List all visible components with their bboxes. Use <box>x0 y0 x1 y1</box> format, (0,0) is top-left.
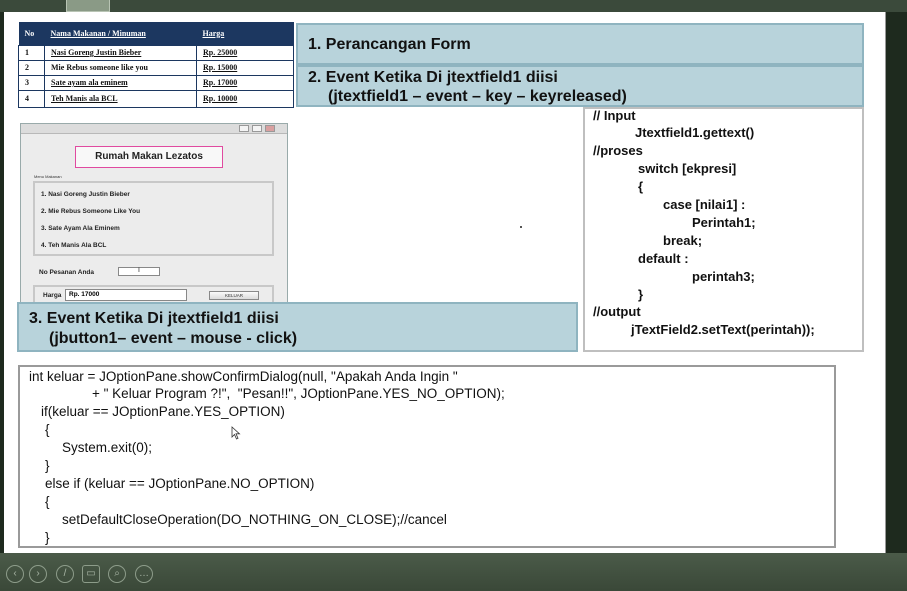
pseudo-line: { <box>638 179 644 194</box>
app-menu-label: Menu Makanan <box>34 174 62 179</box>
app-order-label: No Pesanan Anda <box>39 269 95 276</box>
table-row: 2 Mie Rebus someone like you Rp. 15000 <box>18 59 294 76</box>
app-titlebar <box>21 124 287 134</box>
heading-subtext: (jbutton1– event – mouse - click) <box>49 330 298 347</box>
cell-price: Rp. 15000 <box>196 59 294 76</box>
app-price-field[interactable]: Rp. 17000 <box>65 289 187 301</box>
next-icon[interactable]: › <box>29 565 47 583</box>
app-menu-item: 4. Teh Manis Ala BCL <box>41 242 107 249</box>
code-line: + " Keluar Program ?!", "Pesan!!", JOpti… <box>92 386 505 401</box>
code-line: if(keluar == JOptionPane.YES_OPTION) <box>41 404 285 419</box>
heading-text: 1. Perancangan Form <box>308 36 471 53</box>
app-menu-item: 1. Nasi Goreng Justin Bieber <box>41 191 130 198</box>
stray-dot <box>520 226 522 228</box>
heading-text: 2. Event Ketika Di jtextfield1 diisi <box>308 69 558 86</box>
cell-no: 1 <box>18 44 45 61</box>
top-tab <box>66 0 110 12</box>
col-price: Harga <box>196 22 294 45</box>
pen-icon[interactable]: / <box>56 565 74 583</box>
table-row: 4 Teh Manis ala BCL Rp. 10000 <box>18 89 294 108</box>
app-window-screenshot: Rumah Makan Lezatos Menu Makanan 1. Nasi… <box>20 123 288 311</box>
heading-form-design: 1. Perancangan Form <box>296 23 864 65</box>
pseudo-line: case [nilai1] : <box>663 197 746 212</box>
previous-icon[interactable]: ‹ <box>6 565 24 583</box>
table-row: 3 Sate ayam ala eminem Rp. 17000 <box>18 74 294 91</box>
code-line: setDefaultCloseOperation(DO_NOTHING_ON_C… <box>62 512 447 527</box>
cell-no: 3 <box>18 74 45 91</box>
pseudo-line: //output <box>593 304 641 319</box>
heading-click-event: 3. Event Ketika Di jtextfield1 diisi (jb… <box>17 302 578 352</box>
code-line: int keluar = JOptionPane.showConfirmDial… <box>29 369 458 384</box>
cell-item: Mie Rebus someone like you <box>44 59 197 76</box>
cell-price: Rp. 17000 <box>196 74 294 91</box>
pseudo-line: //proses <box>593 143 643 158</box>
code-line: } <box>45 458 50 473</box>
pseudo-line: break; <box>663 233 703 248</box>
maximize-icon <box>252 125 262 132</box>
close-icon <box>265 125 275 132</box>
col-item: Nama Makanan / Minuman <box>44 22 197 45</box>
code-line: { <box>45 494 50 509</box>
cell-no: 2 <box>18 59 45 76</box>
app-menu-item: 2. Mie Rebus Someone Like You <box>41 208 141 215</box>
code-box: int keluar = JOptionPane.showConfirmDial… <box>18 365 836 548</box>
presentation-controls: ‹ › / ▭ ⌕ … <box>0 553 907 591</box>
menu-table: No Nama Makanan / Minuman Harga 1 Nasi G… <box>18 22 294 108</box>
mouse-cursor-icon <box>231 426 241 440</box>
pseudo-line: Perintah1; <box>692 215 756 230</box>
table-row: 1 Nasi Goreng Justin Bieber Rp. 25000 <box>18 44 294 61</box>
code-line: } <box>45 530 50 545</box>
pseudo-line: Jtextfield1.gettext() <box>635 125 755 140</box>
cell-item: Teh Manis ala BCL <box>44 89 197 108</box>
right-edge <box>886 12 907 553</box>
heading-keyreleased-event: 2. Event Ketika Di jtextfield1 diisi (jt… <box>296 65 864 107</box>
cell-price: Rp. 25000 <box>196 44 294 61</box>
left-edge <box>0 12 4 553</box>
cell-item: Nasi Goreng Justin Bieber <box>44 44 197 61</box>
more-icon[interactable]: … <box>135 565 153 583</box>
code-line: System.exit(0); <box>62 440 153 455</box>
code-line: else if (keluar == JOptionPane.NO_OPTION… <box>45 476 315 491</box>
pseudo-line: switch [ekpresi] <box>638 161 737 176</box>
zoom-icon[interactable]: ⌕ <box>108 565 126 583</box>
minimize-icon <box>239 125 249 132</box>
pseudo-line: } <box>638 287 644 302</box>
heading-text: 3. Event Ketika Di jtextfield1 diisi <box>29 310 279 327</box>
code-line: { <box>45 422 50 437</box>
heading-subtext: (jtextfield1 – event – key – keyreleased… <box>328 88 627 105</box>
pseudo-line: jTextField2.setText(perintah)); <box>631 322 815 337</box>
pseudocode-box: // Input Jtextfield1.gettext() //proses … <box>583 107 864 352</box>
cell-item: Sate ayam ala eminem <box>44 74 197 91</box>
app-title: Rumah Makan Lezatos <box>75 146 223 168</box>
app-exit-button[interactable]: KELUAR <box>209 291 259 300</box>
cell-price: Rp. 10000 <box>196 89 294 108</box>
col-no: No <box>18 22 45 45</box>
app-price-label: Harga <box>43 292 62 299</box>
app-menu-item: 3. Sate Ayam Ala Eminem <box>41 225 120 232</box>
pseudo-line: default : <box>638 251 689 266</box>
app-menu-panel: 1. Nasi Goreng Justin Bieber 2. Mie Rebu… <box>33 181 274 256</box>
pseudo-line: perintah3; <box>692 269 755 284</box>
app-order-input[interactable]: I <box>118 267 160 276</box>
window-top-strip <box>0 0 907 12</box>
cell-no: 4 <box>18 89 45 108</box>
pseudo-line: // Input <box>593 108 636 123</box>
slides-icon[interactable]: ▭ <box>82 565 100 583</box>
